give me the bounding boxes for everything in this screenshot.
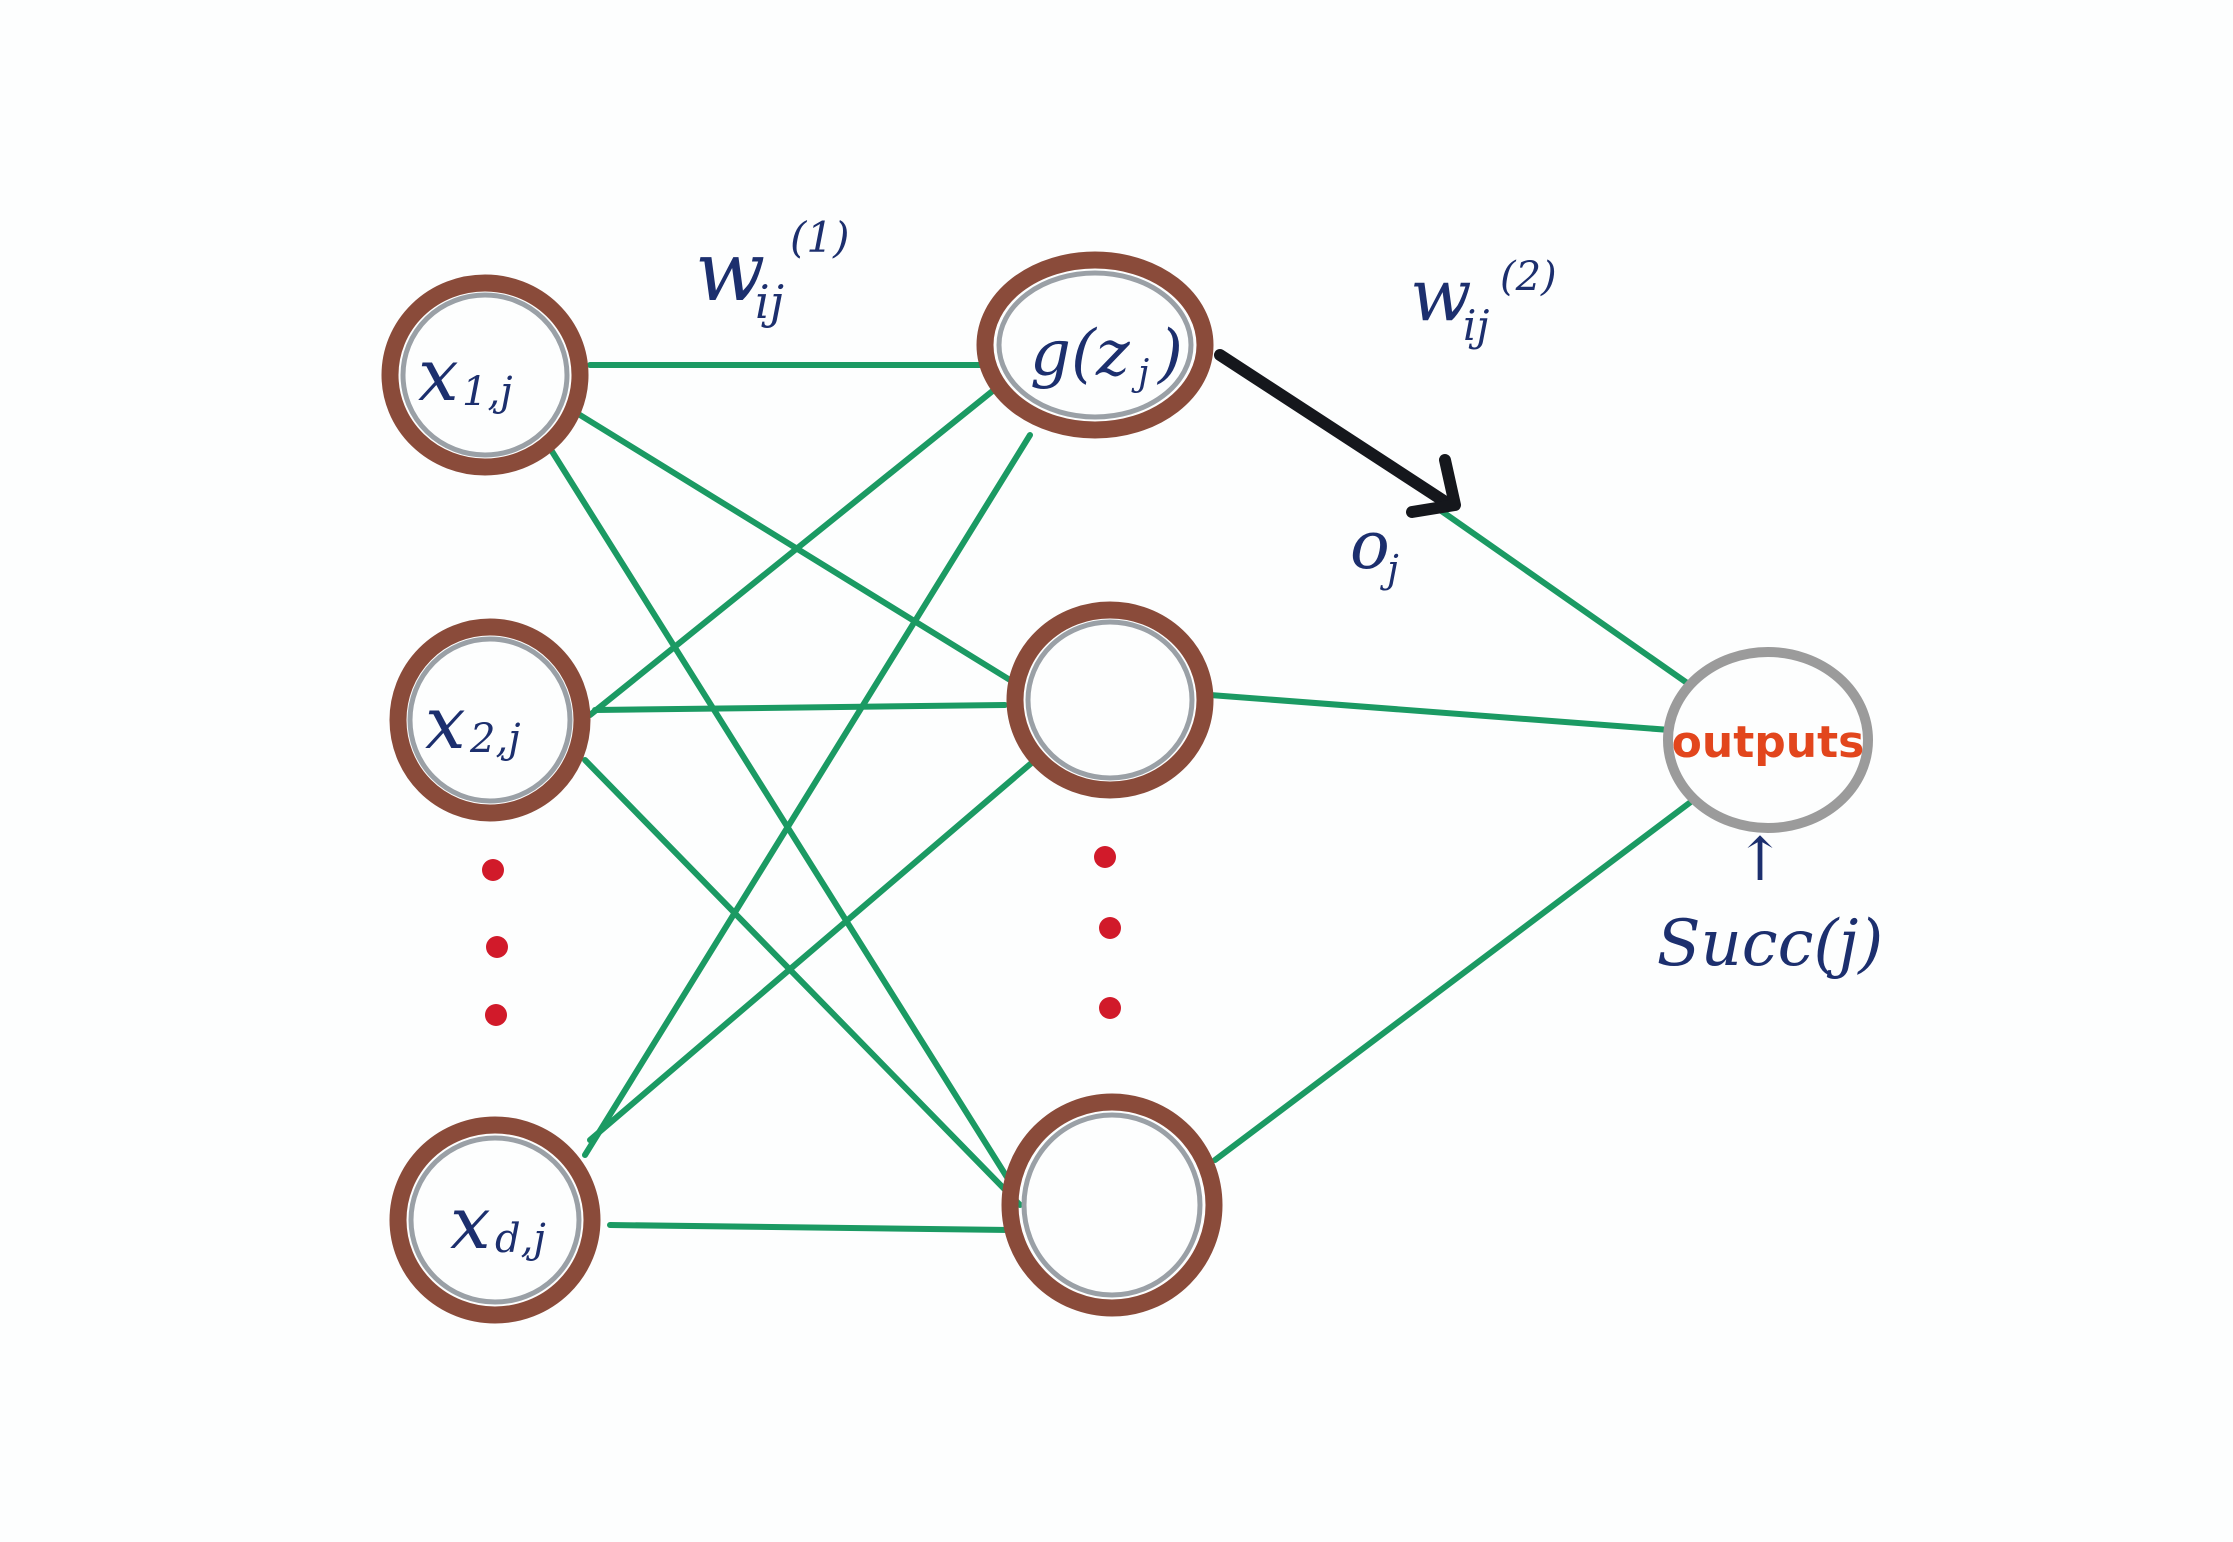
input-node-1: x 1,j — [381, 274, 589, 476]
edge-h2-out — [1207, 692, 1673, 733]
layer1-edges — [545, 362, 1038, 1233]
edge-h3-out — [1212, 792, 1703, 1163]
output-node: outputs — [1663, 647, 1873, 833]
layer2-edges — [1207, 507, 1703, 1163]
output-label: outputs — [1672, 717, 1865, 768]
arrow-shaft — [1214, 349, 1456, 511]
weight-layer2-subscript: ij — [1463, 301, 1489, 350]
hidden-node-1: g(z j ) — [976, 251, 1214, 439]
edge-x1-h3 — [545, 442, 1018, 1193]
oj-label: o — [1350, 507, 1390, 584]
activation-arrow — [1214, 349, 1461, 518]
weight-layer1-subscript: ij — [755, 275, 784, 329]
edge-x2-h3 — [582, 757, 1023, 1208]
hidden-node-2 — [1006, 601, 1214, 799]
edge-x2-h1 — [587, 382, 1003, 718]
input-1-subscript: 1,j — [462, 369, 513, 415]
edge-xd-h1 — [582, 432, 1033, 1158]
weight-layer2-label: w — [1410, 253, 1472, 337]
weight-layer1-label: w — [695, 225, 765, 320]
hidden-1-label: g(z — [1030, 317, 1131, 391]
input-ellipsis — [482, 859, 508, 1026]
input-node-2: x 2,j — [389, 618, 591, 822]
weight-layer1-superscript: (1) — [790, 213, 850, 262]
input-2-label: x — [425, 681, 466, 765]
edge-oj-out — [1437, 507, 1693, 688]
succ-label: Succ(j) — [1657, 907, 1884, 981]
succ-arrow-icon: ↑ — [1735, 825, 1785, 895]
edge-xd-h2 — [587, 757, 1038, 1143]
input-d-label: x — [450, 1181, 491, 1265]
hidden-node-3 — [1001, 1093, 1223, 1317]
input-2-subscript: 2,j — [469, 716, 521, 762]
weight-layer2-superscript: (2) — [1500, 254, 1557, 300]
input-1-label: x — [418, 333, 459, 417]
edge-xd-h3 — [607, 1222, 1013, 1233]
arrowhead-icon — [1406, 454, 1461, 518]
input-d-subscript: d,j — [495, 1216, 546, 1262]
hidden-ellipsis — [1094, 846, 1121, 1019]
input-node-d: x d,j — [389, 1116, 601, 1324]
hidden-1-close-paren: ) — [1156, 317, 1183, 391]
edge-x2-h2 — [592, 702, 1008, 713]
annotations: w ij (1) w ij (2) o j ↑ Succ(j) — [695, 213, 1883, 981]
